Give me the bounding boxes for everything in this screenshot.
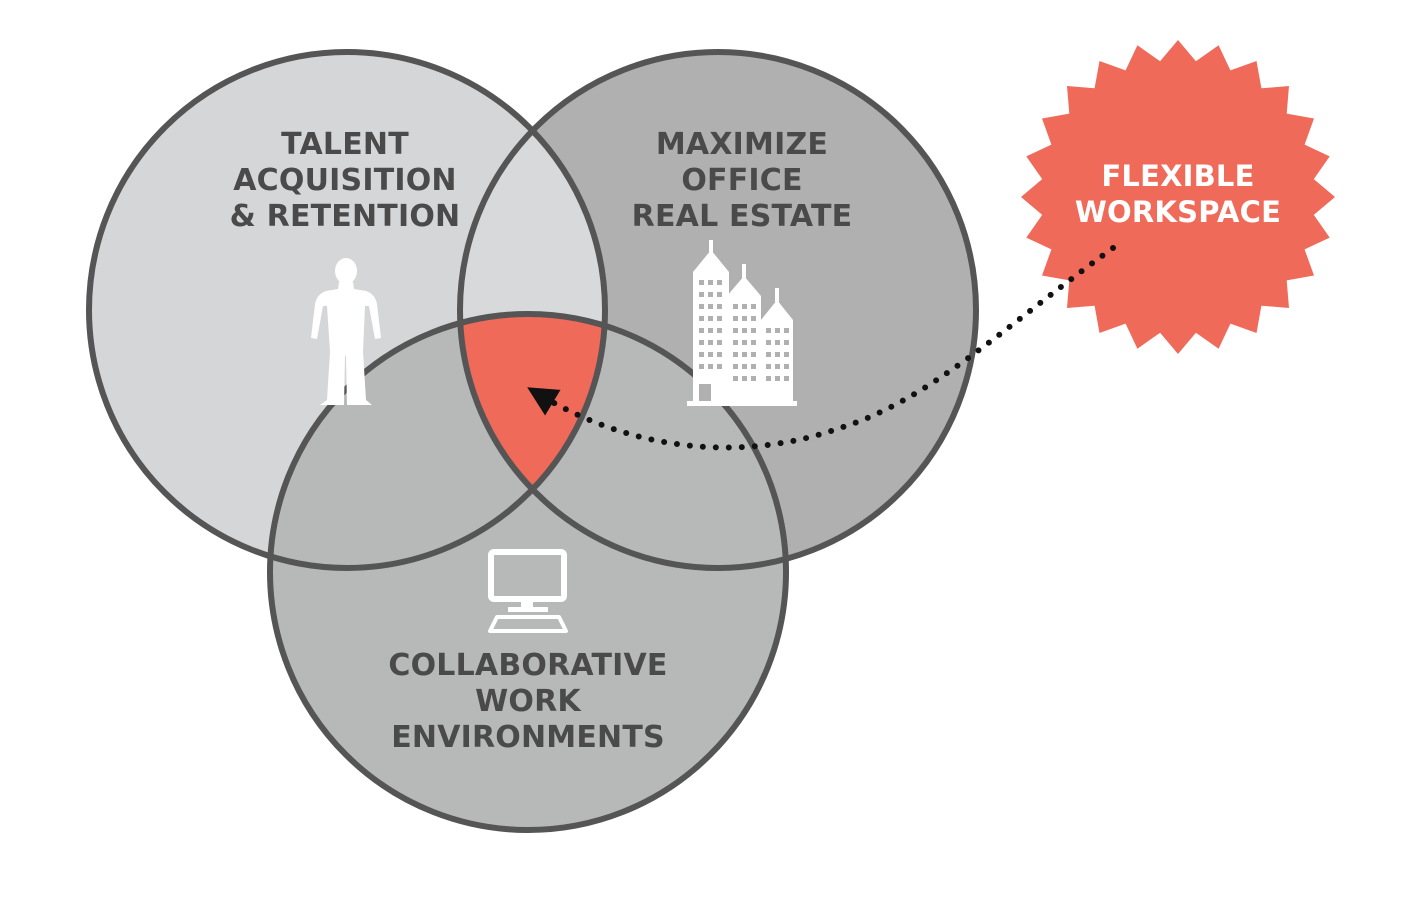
label-line: & RETENTION xyxy=(229,199,461,234)
office-buildings-icon xyxy=(687,240,797,406)
label-line: WORKSPACE xyxy=(1074,195,1282,229)
person-icon xyxy=(311,258,381,405)
label-maximize-office: MAXIMIZE OFFICE REAL ESTATE xyxy=(592,127,892,235)
label-line: ENVIRONMENTS xyxy=(391,720,665,755)
label-line: WORK xyxy=(475,684,581,719)
label-line: FLEXIBLE xyxy=(1101,159,1255,193)
label-line: COLLABORATIVE xyxy=(388,648,668,683)
dotted-arrow xyxy=(527,245,1116,451)
label-line: MAXIMIZE xyxy=(655,127,829,162)
label-collaborative-work: COLLABORATIVE WORK ENVIRONMENTS xyxy=(358,648,698,756)
label-line: REAL ESTATE xyxy=(631,199,853,234)
label-line: TALENT xyxy=(281,127,409,162)
flexible-workspace-badge xyxy=(1021,40,1335,354)
label-flexible-workspace: FLEXIBLE WORKSPACE xyxy=(1058,158,1298,230)
label-line: ACQUISITION xyxy=(233,163,457,198)
label-line: OFFICE xyxy=(681,163,803,198)
computer-icon xyxy=(488,549,568,633)
circle-collab xyxy=(270,314,786,830)
label-talent-acquisition: TALENT ACQUISITION & RETENTION xyxy=(195,127,495,235)
